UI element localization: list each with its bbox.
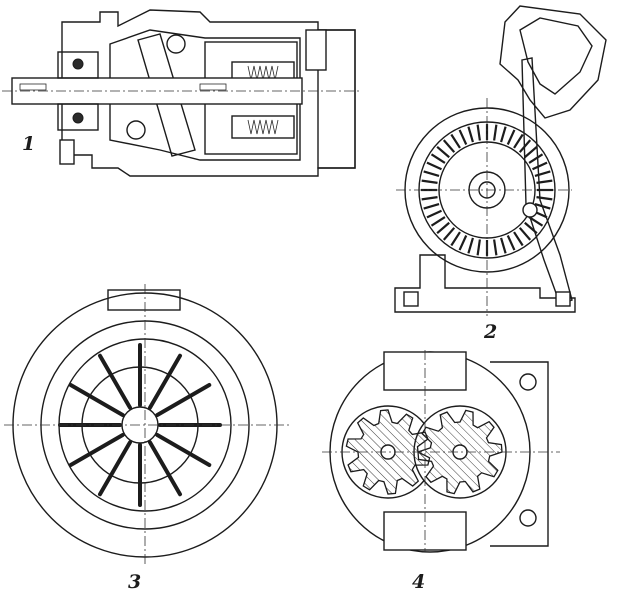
gear-tooth bbox=[513, 231, 524, 247]
piston-spring-lower bbox=[247, 119, 279, 135]
piston-lower bbox=[231, 115, 295, 139]
pump-4-flange bbox=[490, 361, 549, 547]
gear-tooth bbox=[450, 133, 461, 149]
vane-blade bbox=[148, 440, 182, 497]
pump-2-cover bbox=[499, 5, 607, 119]
figure-1-axial-piston-pump: 1 bbox=[2, 9, 362, 177]
vane-blade bbox=[98, 440, 132, 497]
gear-tooth bbox=[528, 216, 544, 227]
gear-tooth bbox=[467, 237, 474, 254]
pump-2-foot-hole-right bbox=[555, 291, 571, 307]
shaft-key-2 bbox=[199, 83, 227, 91]
gear-tooth bbox=[518, 227, 532, 241]
pump-2-foot-hole bbox=[403, 291, 419, 307]
gear-tooth bbox=[430, 216, 446, 227]
gear-tooth bbox=[467, 126, 474, 143]
gear-tooth bbox=[458, 235, 468, 251]
gear-tooth bbox=[493, 239, 498, 256]
ball-joint-lower bbox=[126, 120, 146, 140]
pump-4-flange-hole-bottom bbox=[519, 509, 537, 527]
gear-tooth bbox=[423, 203, 440, 210]
gear-tooth bbox=[421, 179, 438, 184]
gear-tooth bbox=[458, 129, 468, 145]
figure-label-2: 2 bbox=[483, 321, 497, 343]
gear-tooth bbox=[476, 124, 481, 141]
vane-blade bbox=[155, 383, 212, 417]
gear-tooth bbox=[524, 145, 538, 159]
gear-tooth bbox=[493, 124, 498, 141]
pump-2-base bbox=[394, 254, 576, 313]
gear-tooth bbox=[426, 161, 442, 171]
gear-tooth bbox=[442, 227, 456, 241]
gear-tooth bbox=[430, 153, 446, 164]
gear-tooth bbox=[500, 126, 507, 143]
port-fitting bbox=[305, 29, 327, 71]
gear-tooth bbox=[536, 196, 553, 201]
port-block bbox=[317, 29, 356, 169]
bearing-ball bbox=[72, 58, 84, 70]
pump-3-top-boss bbox=[107, 289, 181, 311]
bearing-front-lower bbox=[57, 103, 99, 131]
gear-tooth bbox=[450, 231, 461, 247]
figure-4-gear-pump: 4 bbox=[322, 350, 560, 593]
flange-bolt bbox=[59, 139, 75, 165]
figure-3-vane-pump: 3 bbox=[4, 284, 290, 593]
pump-2-lever bbox=[521, 57, 573, 305]
ball-joint-upper bbox=[166, 34, 186, 54]
gear-tooth bbox=[506, 235, 516, 251]
gear-tooth bbox=[436, 221, 450, 235]
figure-2-cross-section-pump: 2 bbox=[394, 5, 607, 343]
gear-tooth bbox=[513, 133, 524, 149]
vane-blade bbox=[68, 383, 125, 417]
vane-blade bbox=[155, 433, 212, 467]
gear-tooth bbox=[421, 196, 438, 201]
bearing-ball-lower bbox=[72, 112, 84, 124]
gear-tooth bbox=[534, 170, 551, 177]
gear-tooth bbox=[476, 239, 481, 256]
pump-2-lever-pin bbox=[522, 202, 538, 218]
figure-label-3: 3 bbox=[128, 571, 141, 593]
swash-plate bbox=[137, 33, 196, 157]
gear-tooth bbox=[442, 139, 456, 153]
pump-2-cover-inner bbox=[519, 17, 593, 95]
gear-tooth bbox=[436, 145, 450, 159]
gear-tooth bbox=[528, 153, 544, 164]
gear-tooth bbox=[532, 161, 548, 171]
vane-blade bbox=[68, 433, 125, 467]
gear-tooth bbox=[500, 237, 507, 254]
vane-blade bbox=[148, 353, 182, 410]
shaft-key bbox=[19, 83, 47, 91]
figure-label-4: 4 bbox=[412, 571, 425, 593]
vane-blade bbox=[98, 353, 132, 410]
gear-tooth bbox=[506, 129, 516, 145]
pump-4-flange-hole-top bbox=[519, 373, 537, 391]
gear-tooth bbox=[426, 209, 442, 219]
gear-tooth bbox=[423, 170, 440, 177]
bearing-front bbox=[57, 51, 99, 79]
figure-label-1: 1 bbox=[22, 133, 35, 155]
